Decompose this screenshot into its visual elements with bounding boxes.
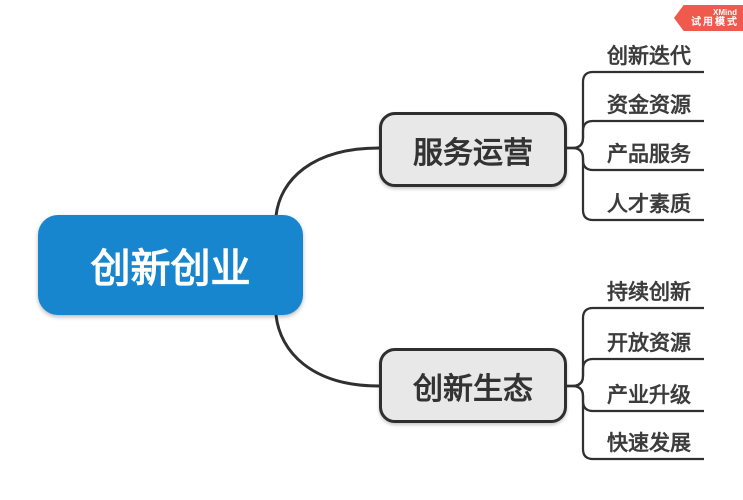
leaf-topic-rapid-development[interactable]: 快速发展 [607, 432, 691, 455]
root-branch-connectors [274, 146, 380, 388]
branch-topic-service-operations[interactable]: 服务运营 [379, 112, 567, 187]
connector-leaf [567, 146, 704, 222]
leaf-topic-continuous-innovation[interactable]: 持续创新 [607, 281, 691, 304]
root-topic-innovation-entrepreneurship[interactable]: 创新创业 [38, 215, 303, 315]
trial-mode-badge[interactable]: XMind 试用模式 [674, 5, 743, 31]
leaf-topic-funding-resources[interactable]: 资金资源 [607, 94, 691, 117]
leaf-topic-open-resources[interactable]: 开放资源 [607, 332, 691, 355]
leaf-topic-product-services[interactable]: 产品服务 [607, 143, 691, 166]
connector-root-branch1 [274, 146, 380, 217]
leaf-topic-innovation-iteration[interactable]: 创新迭代 [607, 45, 691, 68]
leaf-topic-industry-upgrade[interactable]: 产业升级 [607, 384, 691, 407]
xmind-brand-text: XMind [713, 8, 737, 17]
branch2-leaf-connectors [567, 306, 704, 461]
trial-mode-label: 试用模式 [691, 17, 739, 28]
connector-leaf [567, 357, 704, 388]
leaf-topic-talent-quality[interactable]: 人才素质 [607, 193, 691, 216]
connector-root-branch2 [274, 314, 380, 388]
branch1-leaf-connectors [567, 70, 704, 222]
branch-topic-innovation-ecosystem[interactable]: 创新生态 [379, 348, 567, 423]
connector-leaf [567, 384, 704, 461]
